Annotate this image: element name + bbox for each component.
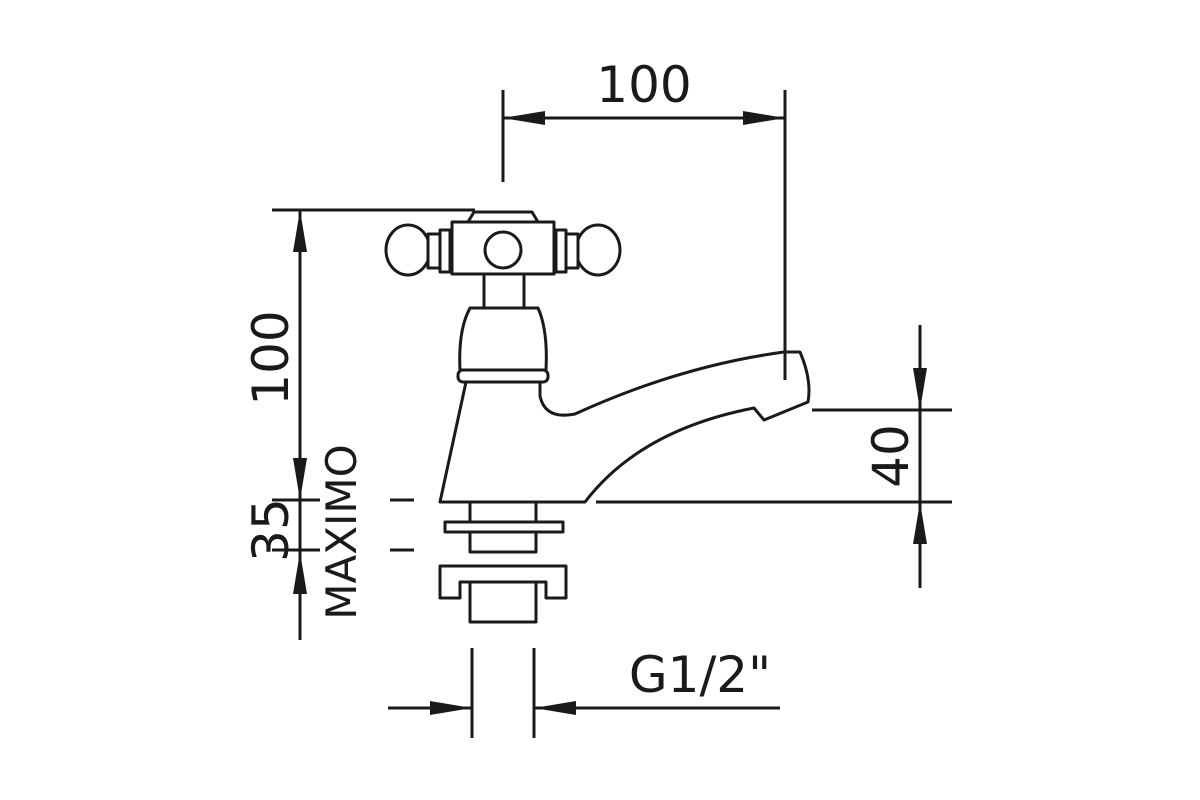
dimension-height: 100 — [242, 208, 475, 500]
dimension-max-label: MAXIMO — [317, 444, 366, 619]
dimension-max-thickness: 35 MAXIMO — [242, 444, 414, 640]
faucet-handle — [384, 210, 622, 277]
dimension-spout-height: 40 — [596, 325, 952, 588]
faucet-connector — [438, 500, 568, 624]
dimension-height-label: 100 — [242, 310, 300, 405]
dimension-spout-height-label: 40 — [862, 424, 920, 488]
faucet-body — [438, 272, 811, 504]
dimension-max-thickness-label: 35 — [242, 498, 300, 562]
dimension-spout-reach-label: 100 — [596, 56, 691, 114]
dimension-thread-label: G1/2" — [629, 646, 771, 704]
dimension-spout-reach: 100 — [501, 56, 787, 380]
dimension-thread: G1/2" — [388, 646, 780, 738]
